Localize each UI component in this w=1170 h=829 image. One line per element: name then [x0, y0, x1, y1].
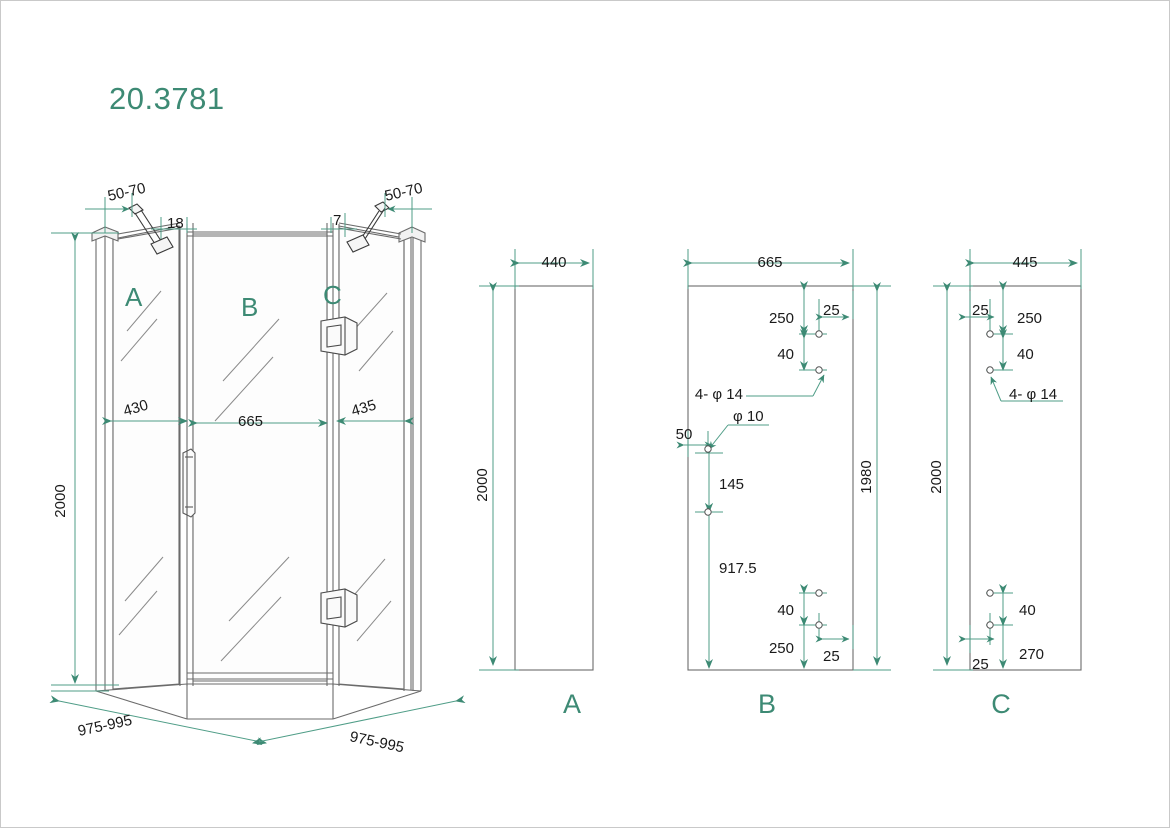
hole-marker [986, 621, 994, 629]
hole-marker [704, 445, 712, 453]
panel-a-dimension-lines [479, 249, 594, 671]
panel-c-dim-bottom-first: 270 [1019, 646, 1044, 663]
panel-b-holes [704, 330, 823, 629]
glass-reflection-lines [118, 290, 394, 662]
assembly-dim-right-edge: 7 [333, 212, 341, 229]
panel-c-view: 445 2000 25 250 40 4- φ 14 40 270 25 C [928, 249, 1082, 719]
hole-marker [986, 330, 994, 338]
panel-b-dim-top-spacing: 40 [777, 346, 794, 363]
hinge-upper [320, 316, 358, 356]
enclosure-glass-outline [91, 222, 426, 691]
assembly-drawing: 2000 50-70 18 7 50-70 430 665 435 975-99… [49, 180, 466, 756]
panel-c-hole-spec-primary: 4- φ 14 [1009, 386, 1057, 403]
panel-a-label: A [563, 689, 581, 719]
panel-b-outline [687, 285, 854, 671]
hinge-lower [320, 588, 358, 628]
support-bar-right [346, 201, 390, 253]
panel-b-dim-top-first: 250 [769, 310, 794, 327]
assembly-dim-panel-c: 435 [349, 397, 378, 420]
hole-marker [815, 366, 823, 374]
hole-marker [815, 621, 823, 629]
panel-c-outline [969, 285, 1082, 671]
panel-c-label: C [991, 689, 1011, 719]
panel-b-dim-bottom-first: 250 [769, 640, 794, 657]
panel-b-label: B [758, 689, 776, 719]
panel-b-hole-spec-primary: 4- φ 14 [695, 386, 743, 403]
panel-b-hole-spec-secondary: φ 10 [733, 408, 764, 425]
glass-label-a: A [125, 282, 143, 312]
glass-label-c: C [323, 280, 342, 310]
panel-b-dimension-lines [676, 249, 891, 671]
shower-tray-outline [95, 683, 422, 720]
panel-c-dim-top-edge: 25 [972, 302, 989, 319]
panel-c-dim-top-spacing: 40 [1017, 346, 1034, 363]
panel-b-dim-width: 665 [757, 254, 782, 271]
glass-label-b: B [241, 292, 258, 322]
panel-a-dim-width: 440 [541, 254, 566, 271]
page-title: 20.3781 [109, 81, 225, 116]
panel-c-dim-height: 2000 [928, 460, 945, 493]
assembly-dim-left-gap: 50-70 [106, 180, 147, 205]
assembly-dim-height: 2000 [52, 484, 69, 517]
hole-marker [704, 508, 712, 516]
panel-b-dim-top-edge: 25 [823, 302, 840, 319]
assembly-dim-base-right: 975-995 [348, 728, 405, 756]
panel-b-dim-handle-bottom: 917.5 [719, 560, 757, 577]
panel-c-dimension-lines [933, 249, 1082, 671]
panel-c-holes [986, 330, 994, 629]
assembly-dim-base-left: 975-995 [76, 712, 133, 740]
panel-c-dim-bottom-spacing: 40 [1019, 602, 1036, 619]
assembly-dim-left-edge: 18 [167, 215, 184, 232]
support-bar-left [128, 203, 174, 255]
hole-marker [815, 330, 823, 338]
panel-a-view: 440 2000 A [474, 249, 594, 719]
panel-b-view: 665 1980 250 25 40 4- φ 14 φ 10 50 145 9… [676, 249, 891, 719]
door-handle [182, 448, 196, 518]
panel-c-dim-top-first: 250 [1017, 310, 1042, 327]
hole-marker [986, 589, 994, 597]
panel-a-dim-height: 2000 [474, 468, 491, 501]
panel-b-dim-handle-spacing: 145 [719, 476, 744, 493]
hole-marker [986, 366, 994, 374]
hole-marker [815, 589, 823, 597]
panel-c-dim-bottom-edge: 25 [972, 656, 989, 673]
panel-a-outline [514, 285, 594, 671]
panel-c-dim-width: 445 [1012, 254, 1037, 271]
panel-b-dim-bottom-spacing: 40 [777, 602, 794, 619]
panel-b-dim-height: 1980 [858, 460, 875, 493]
assembly-dimension-lines [49, 193, 466, 746]
assembly-dim-right-gap: 50-70 [383, 180, 424, 205]
panel-b-dim-handle-edge: 50 [676, 426, 693, 443]
assembly-dim-panel-a: 430 [121, 397, 150, 420]
assembly-dim-panel-b: 665 [238, 413, 263, 430]
panel-b-dim-bottom-edge: 25 [823, 648, 840, 665]
